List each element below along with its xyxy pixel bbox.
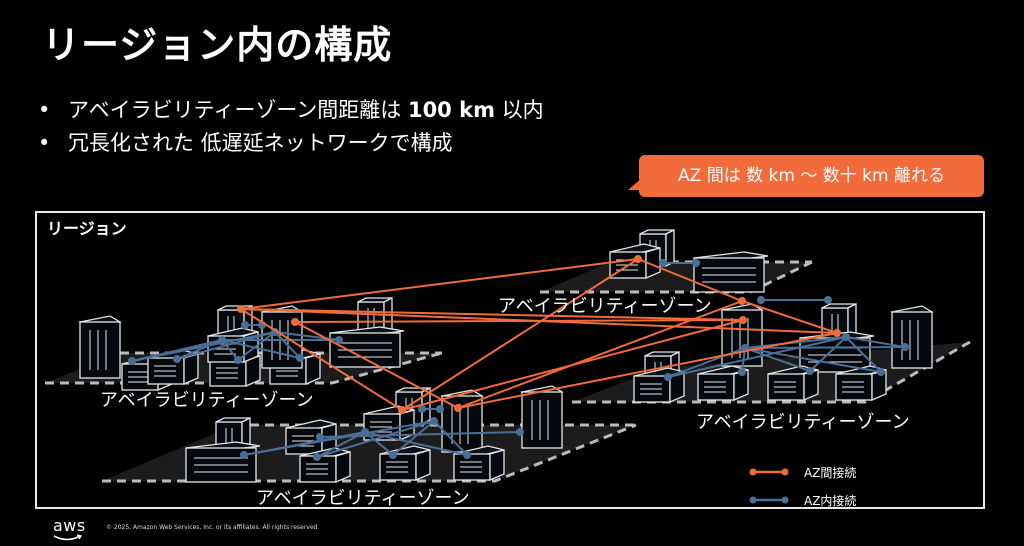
az-label-right: アベイラビリティーゾーン [696, 412, 910, 433]
az-label-top: アベイラビリティーゾーン [498, 296, 712, 317]
az-label-left: アベイラビリティーゾーン [100, 390, 314, 411]
bullet-item: • 冗長化された 低遅延ネットワークで構成 [38, 127, 544, 160]
orange-line-icon [749, 468, 789, 476]
copyright-text: © 2025, Amazon Web Services, Inc. or its… [106, 524, 320, 531]
inter-az-nodes [237, 255, 841, 414]
bullet-text-suffix: 以内 [494, 98, 544, 122]
bullet-dot-icon: • [38, 131, 51, 155]
region-label: リージョン [47, 219, 127, 238]
legend-item-intra-az: AZ内接続 [748, 486, 856, 514]
callout-bubble: AZ 間は 数 km 〜 数十 km 離れる [639, 155, 984, 197]
aws-smile-icon [53, 534, 83, 541]
bullet-text: アベイラビリティーゾーン間距離は [68, 98, 408, 122]
page-title: リージョン内の構成 [42, 23, 393, 67]
bullet-bold-text: 100 km [407, 98, 495, 122]
bullet-list: • アベイラビリティーゾーン間距離は 100 km 以内 • 冗長化された 低遅延ネ… [38, 94, 544, 160]
legend-label: AZ内接続 [804, 493, 857, 508]
callout-tail-icon [628, 178, 642, 190]
legend-label: AZ間接続 [804, 465, 857, 480]
aws-logo: aws [53, 516, 86, 535]
blue-line-icon [749, 496, 789, 504]
bullet-text: 冗長化された 低遅延ネットワークで構成 [68, 131, 453, 155]
bullet-dot-icon: • [38, 98, 51, 122]
az-label-bottom: アベイラビリティーゾーン [256, 488, 470, 509]
intra-az-links [131, 262, 906, 458]
footer: aws © 2025, Amazon Web Services, Inc. or… [0, 514, 1024, 546]
legend: AZ間接続 AZ内接続 [748, 458, 856, 514]
inter-az-links [240, 258, 838, 411]
bullet-item: • アベイラビリティーゾーン間距離は 100 km 以内 [38, 94, 544, 127]
region-frame [35, 211, 985, 509]
legend-item-inter-az: AZ間接続 [748, 458, 856, 486]
